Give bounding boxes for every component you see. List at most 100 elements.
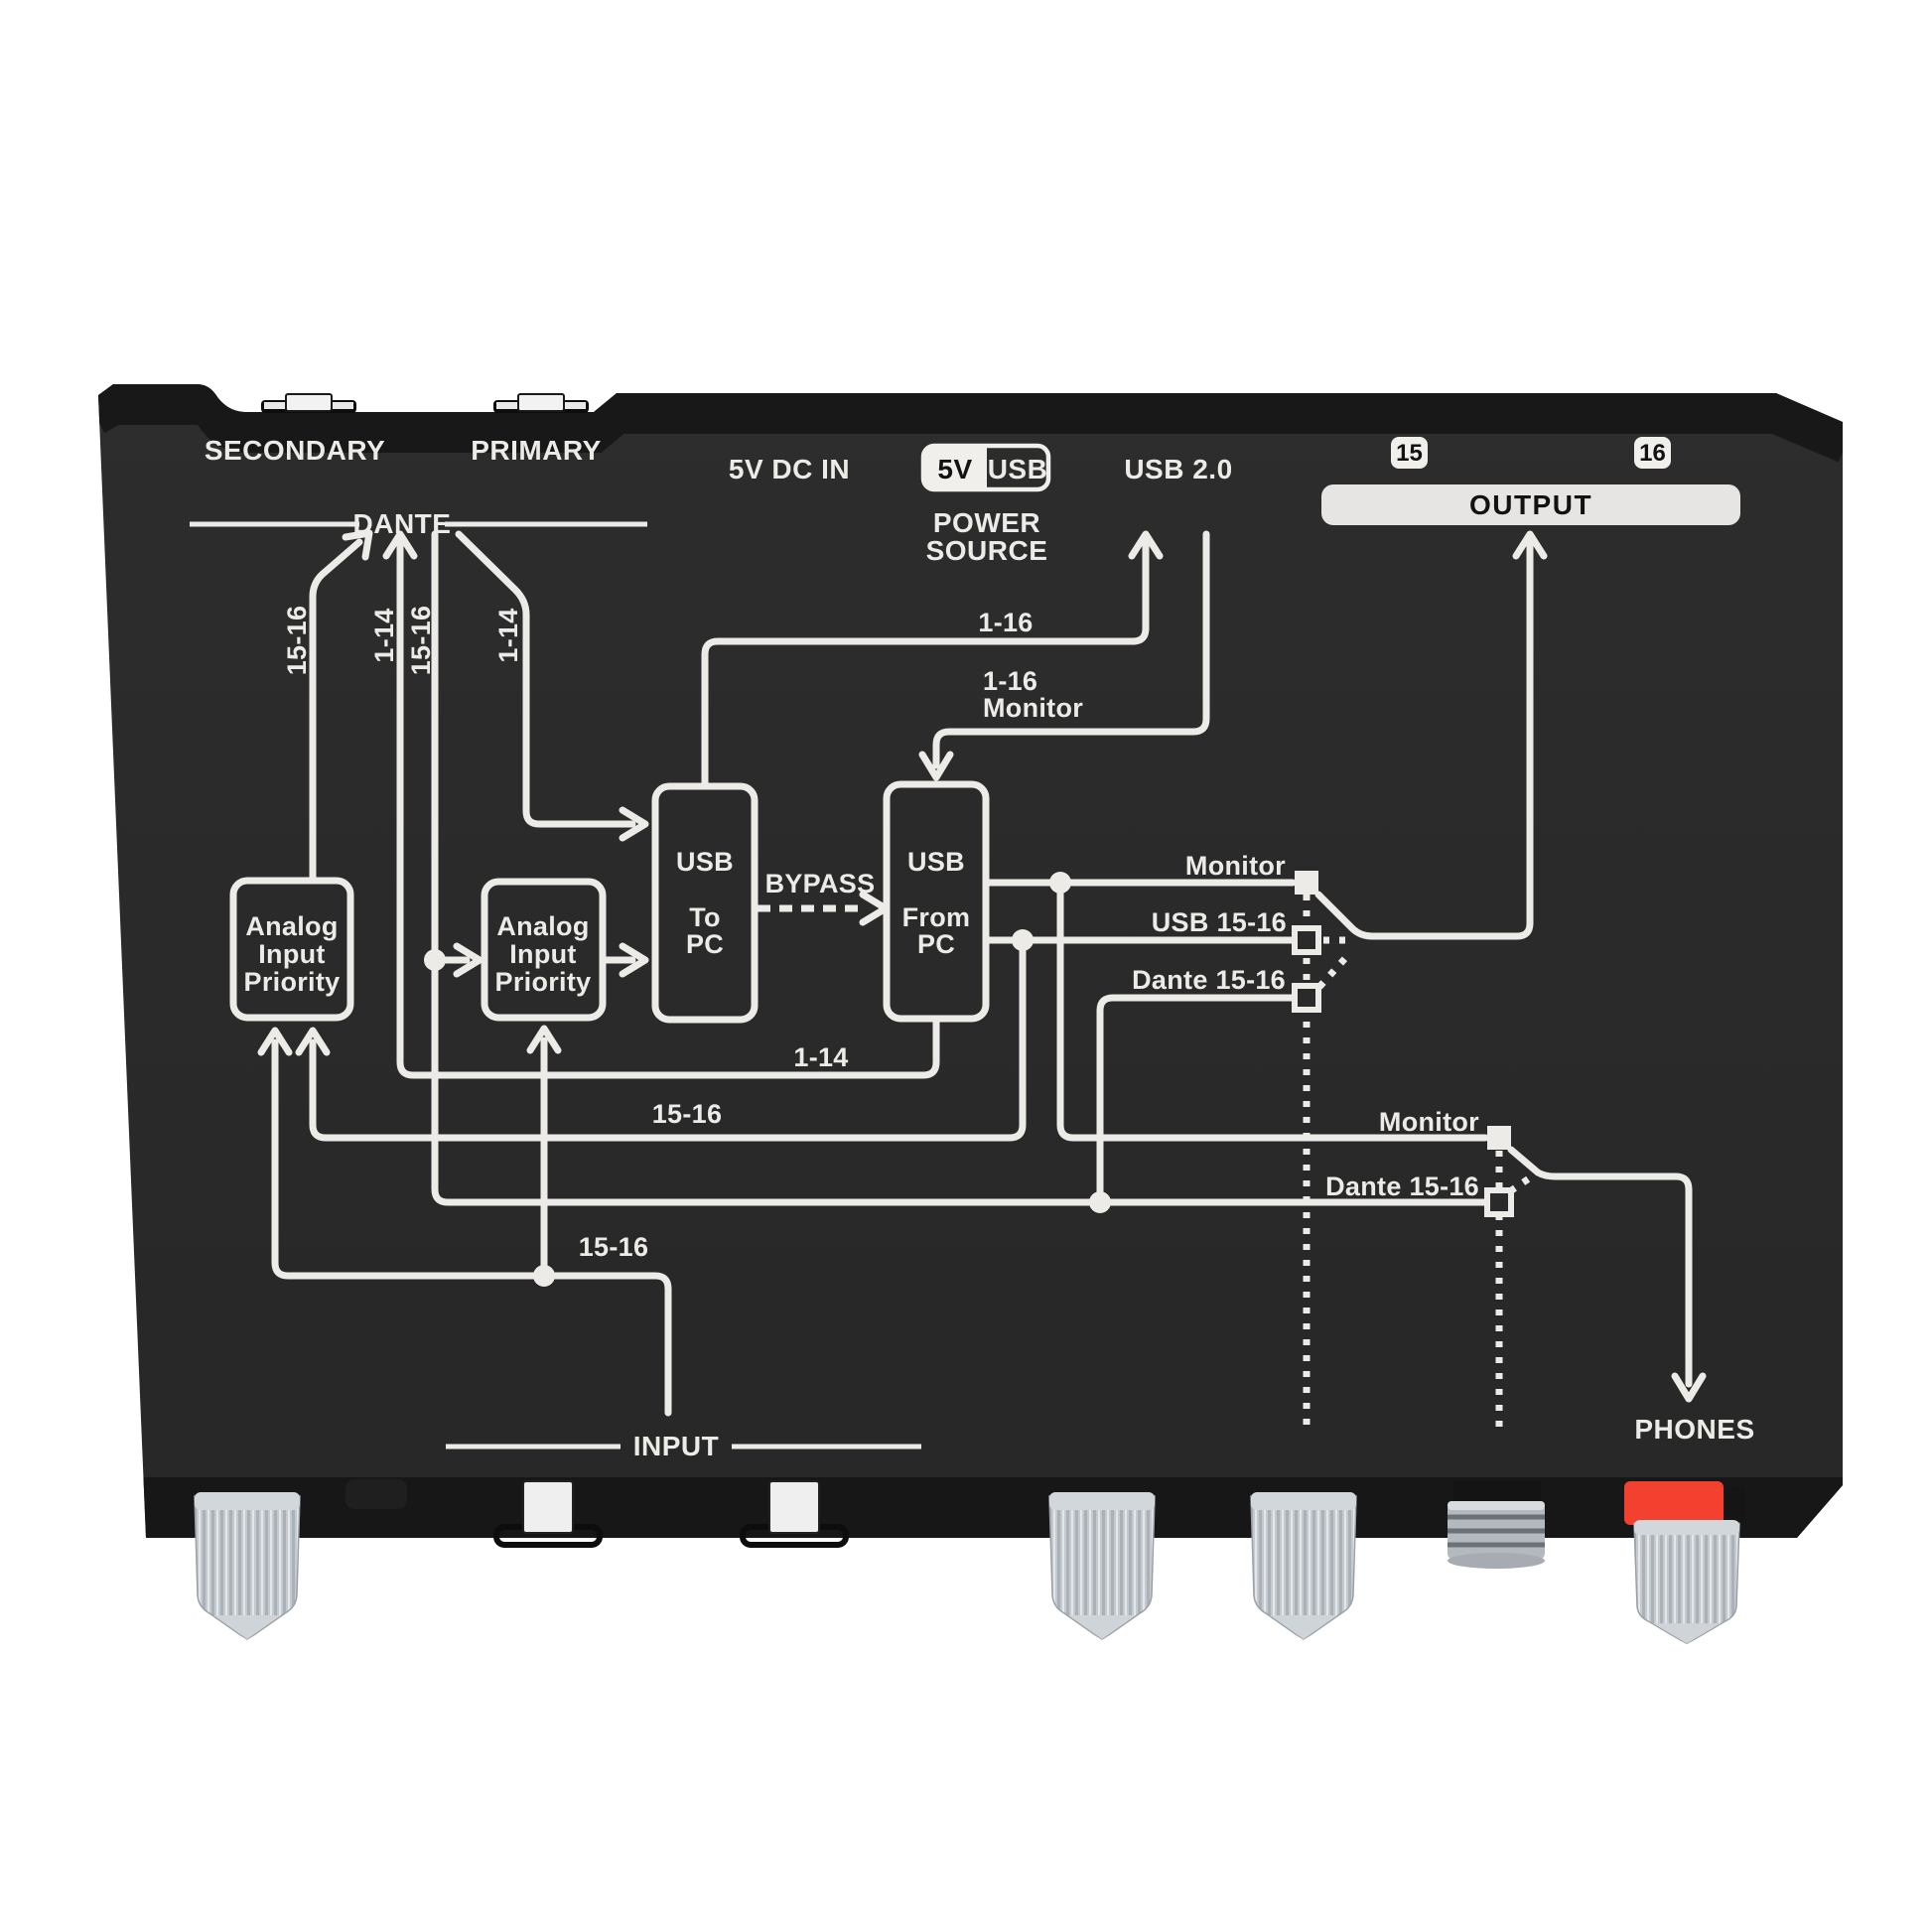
phones-select-monitor-label: Monitor (1379, 1107, 1479, 1137)
input-15-16-label: 15-16 (579, 1232, 649, 1262)
secondary-port-label: SECONDARY (205, 435, 385, 466)
dante-trunk-label-15-16-in: 15-16 (406, 606, 436, 676)
input-15-16-line (271, 1038, 672, 1417)
usb-from-pc-text: USB From PC (902, 847, 971, 959)
output-channel-15-badge: 15 (1391, 437, 1428, 469)
dante-port-latch-primary (493, 393, 589, 413)
power-badge-usb-label: USB (988, 454, 1048, 484)
arrow-right-icon (619, 942, 649, 978)
output-channel-16-badge: 16 (1634, 437, 1671, 469)
svg-text:Input: Input (509, 939, 576, 969)
dc-in-label: 5V DC IN (729, 454, 850, 484)
svg-text:PC: PC (917, 929, 955, 959)
usb-to-pc-1-16-line (701, 537, 1150, 789)
junction-dot (1049, 872, 1071, 894)
phones-select-monitor-node-selected (1487, 1126, 1511, 1150)
power-badge-5v-label: 5V (937, 454, 972, 484)
junction-dot (533, 1265, 555, 1287)
panel-top-edge-shadow (98, 384, 1843, 463)
svg-text:Priority: Priority (495, 967, 592, 997)
output-selector-dante-dotted (1316, 953, 1350, 990)
arrow-up-icon (1512, 530, 1548, 560)
svg-text:Analog: Analog (496, 911, 589, 941)
svg-text:From: From (902, 902, 971, 932)
dante-in-15-16-line (431, 530, 1489, 1206)
dante-group-label: DANTE (353, 508, 452, 539)
junction-dot (1089, 1191, 1111, 1213)
dante-15-16-branch-to-selector (1096, 994, 1297, 1206)
usb-to-pc-text: USB To PC (676, 847, 734, 959)
dante-port-latch-secondary (261, 393, 356, 413)
output-level-knob (1250, 1491, 1357, 1640)
dante-trunk-label-1-14-in: 1-14 (493, 608, 523, 662)
monitor-level-knob (1048, 1491, 1156, 1640)
arrow-up-icon (382, 530, 418, 560)
arrow-up-icon (257, 1027, 293, 1056)
dante-secondary-out-line (309, 538, 363, 887)
switch-side-tab (1725, 1487, 1745, 1523)
junction-dot (1012, 929, 1034, 951)
dante-primary-out-1-14-line (396, 537, 940, 1079)
svg-text:USB: USB (676, 847, 734, 877)
bottom-latch-clip-right (740, 1480, 849, 1548)
selector-to-output-line (1314, 537, 1534, 940)
arrow-up-icon (526, 1025, 562, 1054)
arrow-right-icon (619, 806, 649, 842)
svg-text:To: To (689, 902, 721, 932)
output-select-usb-label: USB 15-16 (1152, 907, 1287, 937)
arrow-down-icon (918, 751, 954, 781)
output-group-label: OUTPUT (1469, 489, 1592, 520)
arrow-right-icon (453, 942, 483, 978)
output-select-usb-node (1292, 925, 1321, 955)
to-pc-channels-label: 1-16 (978, 608, 1033, 637)
selector-to-phones-line (1507, 1146, 1693, 1388)
from-pc-channels-label-line1: 1-16 (983, 666, 1037, 696)
svg-text:USB: USB (907, 847, 965, 877)
from-pc-1-14-label: 1-14 (793, 1042, 848, 1072)
analog-input-priority-text-secondary: Analog Input Priority (244, 911, 341, 997)
bottom-recessed-connector (345, 1479, 407, 1509)
arrow-up-icon (295, 1027, 331, 1056)
bottom-latch-clip-left (493, 1480, 603, 1548)
phones-label: PHONES (1634, 1414, 1754, 1445)
input-group-label: INPUT (633, 1431, 720, 1461)
bypass-label: BYPASS (765, 869, 876, 898)
dante-trunk-label-1-14-out: 1-14 (369, 608, 399, 662)
analog-input-priority-box-primary (481, 878, 607, 1022)
junction-dot (424, 949, 446, 971)
arrow-down-icon (1671, 1372, 1707, 1403)
primary-port-label: PRIMARY (471, 435, 602, 466)
phones-select-dante-node (1484, 1187, 1514, 1217)
from-pc-15-16-label: 15-16 (652, 1099, 723, 1129)
output-select-dante-label: Dante 15-16 (1132, 965, 1286, 995)
arrow-up-right-icon (342, 529, 373, 561)
arrow-up-icon (1128, 530, 1164, 560)
output-select-dante-node (1292, 983, 1321, 1013)
svg-text:15: 15 (1396, 440, 1423, 467)
usb-from-pc-box (883, 780, 990, 1023)
input-gain-knob (194, 1491, 301, 1640)
dante-in-1-14-line (455, 530, 636, 828)
dante-trunk-label-15-16-secondary: 15-16 (282, 606, 312, 676)
usb-15-16-to-priority-line (309, 936, 1027, 1142)
phones-select-dante-label: Dante 15-16 (1325, 1172, 1479, 1201)
usb-port-label: USB 2.0 (1124, 454, 1232, 484)
power-switch-red-cap (1624, 1481, 1724, 1525)
analog-input-priority-box-secondary (229, 877, 354, 1022)
monitor-to-phones-line (1056, 879, 1489, 1142)
power-source-label-line2: SOURCE (926, 535, 1048, 566)
usb-from-pc-1-16-monitor-line (932, 530, 1210, 769)
svg-text:Analog: Analog (245, 911, 338, 941)
output-group-bar: OUTPUT (1321, 484, 1740, 525)
phones-jack (1448, 1481, 1545, 1569)
from-pc-channels-label-line2: Monitor (983, 693, 1083, 723)
analog-input-priority-text-primary: Analog Input Priority (495, 911, 592, 997)
svg-text:Input: Input (258, 939, 325, 969)
output-select-monitor-label: Monitor (1185, 851, 1286, 881)
phones-level-knob (1633, 1519, 1740, 1645)
usb-to-pc-box (651, 782, 759, 1024)
svg-text:PC: PC (686, 929, 724, 959)
power-source-label-line1: POWER (933, 507, 1040, 538)
